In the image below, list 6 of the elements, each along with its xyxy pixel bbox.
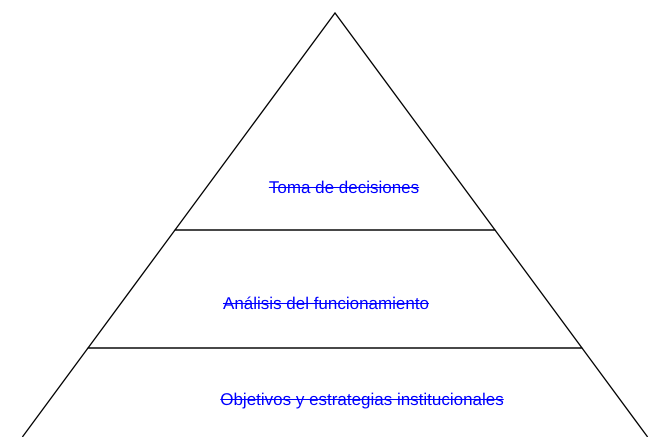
pyramid-apex-section <box>175 13 495 230</box>
tier-label: Objetivos y estrategias institucionales <box>220 390 504 410</box>
tier-label: Toma de decisiones <box>268 178 420 198</box>
pyramid-tier <box>87 230 583 348</box>
tier-label: Análisis del funcionamiento <box>223 294 429 314</box>
pyramid-tier <box>22 348 648 437</box>
